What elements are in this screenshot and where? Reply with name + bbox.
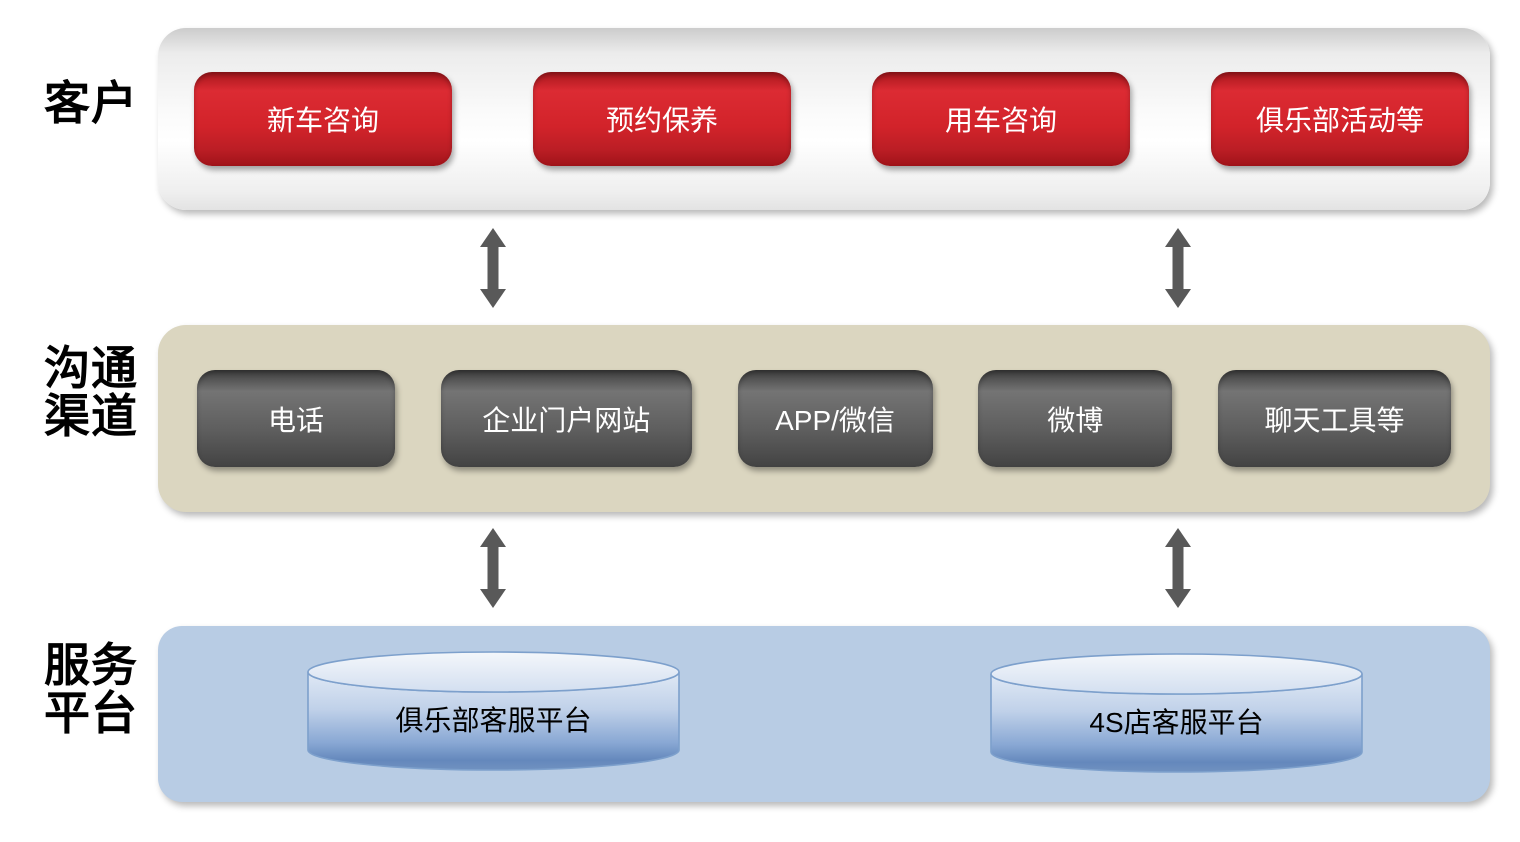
row-label-platform: 服务 平台 — [44, 639, 154, 739]
database-cylinder-club-platform: 俱乐部客服平台 — [306, 650, 681, 774]
node-telephone: 电话 — [197, 370, 395, 467]
double-arrow-icon — [1165, 528, 1191, 608]
node-chat-tools: 聊天工具等 — [1218, 370, 1451, 467]
cylinder-shape — [307, 651, 680, 771]
node-label: 电话 — [267, 404, 324, 436]
node-label: 聊天工具等 — [1264, 404, 1405, 436]
node-weibo: 微博 — [978, 370, 1173, 467]
row-label-platform-line2: 平台 — [44, 686, 138, 739]
cylinder-label: 4S店客服平台 — [1089, 707, 1264, 738]
channels-band: 电话 企业门户网站 APP/微信 微博 聊天工具等 — [158, 325, 1490, 512]
node-new-car-inquiry: 新车咨询 — [194, 72, 452, 166]
node-label: 俱乐部活动等 — [1255, 105, 1424, 136]
cylinder-shape — [990, 653, 1363, 773]
node-label: 新车咨询 — [266, 105, 379, 136]
node-label: 微博 — [1047, 404, 1104, 436]
row-label-customer-line: 客户 — [44, 77, 138, 129]
customer-band: 新车咨询 预约保养 用车咨询 俱乐部活动等 — [158, 28, 1490, 210]
row-label-platform-line1: 服务 — [44, 639, 138, 691]
node-label: 用车咨询 — [944, 105, 1057, 136]
node-car-use-inquiry: 用车咨询 — [872, 72, 1130, 166]
node-label: APP/微信 — [775, 404, 895, 436]
double-arrow-icon — [480, 528, 506, 608]
node-app-wechat: APP/微信 — [737, 370, 933, 467]
node-label: 企业门户网站 — [482, 404, 651, 436]
row-label-channels-line1: 沟通 — [44, 342, 138, 394]
cylinder-label: 俱乐部客服平台 — [395, 705, 592, 736]
double-arrow-icon — [1165, 228, 1191, 308]
node-club-activities: 俱乐部活动等 — [1211, 72, 1469, 166]
node-corporate-portal: 企业门户网站 — [440, 370, 692, 467]
database-cylinder-4s-platform: 4S店客服平台 — [989, 652, 1364, 776]
row-label-channels-line2: 渠道 — [44, 389, 138, 442]
node-maintenance-booking: 预约保养 — [533, 72, 791, 166]
row-label-channels: 沟通 渠道 — [44, 342, 154, 442]
row-label-customer: 客户 — [44, 77, 154, 129]
double-arrow-icon — [480, 228, 506, 308]
node-label: 预约保养 — [605, 105, 718, 136]
